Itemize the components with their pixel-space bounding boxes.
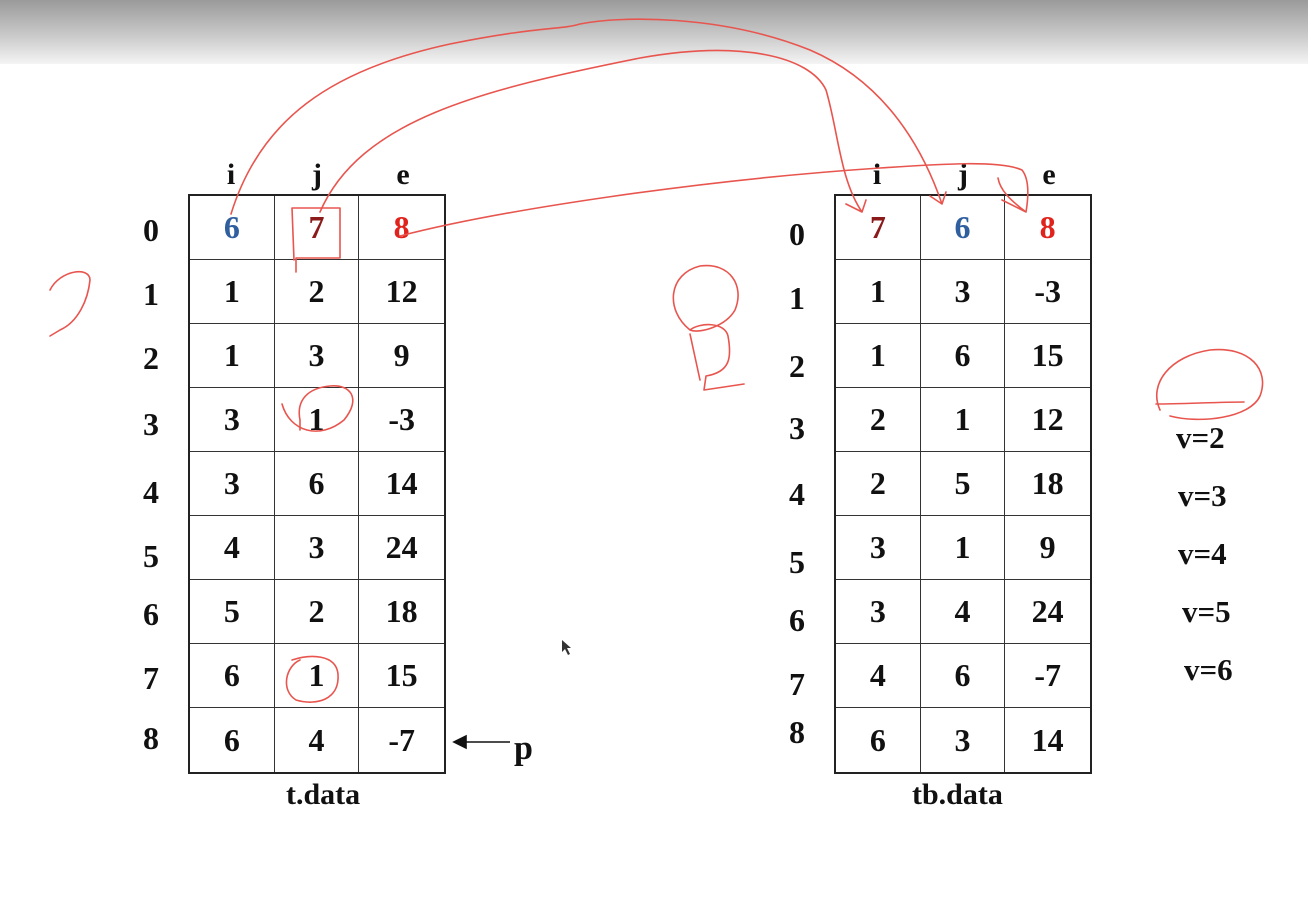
tb-data-table: i j e 7 6 8 1 3 -3 1 6 15 2 1 12 2 5 18 … xyxy=(789,158,1092,811)
tb-cell: 2 xyxy=(836,452,921,516)
v-value: v=3 xyxy=(1178,478,1227,513)
row-index: 6 xyxy=(143,596,159,632)
row-index: 7 xyxy=(789,666,805,702)
row-index: 5 xyxy=(789,544,805,580)
row-index: 8 xyxy=(143,720,159,756)
v-value: v=5 xyxy=(1182,594,1231,629)
scribble-left xyxy=(49,271,91,337)
window-top-bar xyxy=(0,0,1308,64)
row-index: 3 xyxy=(143,406,159,442)
row-index: 2 xyxy=(143,340,159,376)
row-index: 6 xyxy=(789,602,805,638)
t-cell: 6 xyxy=(274,452,360,516)
mouse-cursor-icon xyxy=(562,640,571,655)
scribble-middle xyxy=(672,264,745,391)
tb-cell: 3 xyxy=(921,708,1006,772)
tb-cell: -3 xyxy=(1005,260,1090,324)
tb-cell: 6 xyxy=(920,644,1006,708)
t-data-table: i j e 6 7 8 1 2 12 1 3 9 3 1 -3 3 6 14 4… xyxy=(143,158,446,811)
t-cell: 1 xyxy=(190,260,275,324)
tb-cell: 3 xyxy=(836,580,921,644)
t-cell: -7 xyxy=(388,721,415,758)
t-data-grid: 6 7 8 1 2 12 1 3 9 3 1 -3 3 6 14 4 3 24 … xyxy=(188,194,446,774)
t-cell: 4 xyxy=(275,708,360,772)
t-cell: 6 xyxy=(190,644,275,708)
v-value: v=6 xyxy=(1184,652,1233,687)
t-cell: 9 xyxy=(359,324,444,388)
t-cell: 12 xyxy=(359,260,444,324)
scribble-right-circle xyxy=(1155,348,1264,421)
tb-cell: 12 xyxy=(1005,388,1090,452)
tb-cell: 3 xyxy=(836,516,921,580)
tb-cell: 3 xyxy=(920,260,1006,324)
t-data-caption: t.data xyxy=(286,778,361,811)
tb-cell: -7 xyxy=(1005,644,1090,708)
tb-cell: 14 xyxy=(1031,721,1064,758)
row-index: 8 xyxy=(789,714,805,750)
row-index: 4 xyxy=(143,474,159,510)
t-cell: 3 xyxy=(274,324,360,388)
t-cell: 6 xyxy=(190,196,275,260)
col-header-j: j xyxy=(312,158,322,191)
row-index: 1 xyxy=(143,276,159,312)
v-value: v=4 xyxy=(1178,536,1227,571)
tb-cell: 1 xyxy=(920,516,1006,580)
t-cell: 5 xyxy=(190,580,275,644)
tb-cell: 1 xyxy=(836,260,921,324)
tb-cell: 15 xyxy=(1005,324,1090,388)
v-value: v=2 xyxy=(1176,420,1225,455)
t-cell: -3 xyxy=(359,388,444,452)
t-cell: 1 xyxy=(274,644,360,708)
row-index: 0 xyxy=(789,216,805,252)
col-header-e: e xyxy=(1042,158,1056,191)
col-header-i: i xyxy=(226,158,236,191)
t-cell: 2 xyxy=(274,580,360,644)
t-cell: 3 xyxy=(190,452,275,516)
row-index: 2 xyxy=(789,348,805,384)
tb-cell: 2 xyxy=(836,388,921,452)
t-cell: 4 xyxy=(190,516,275,580)
t-cell: 7 xyxy=(274,196,360,260)
tb-cell: 7 xyxy=(836,196,921,260)
row-index: 0 xyxy=(143,212,159,248)
t-cell: 3 xyxy=(190,388,275,452)
t-cell: 18 xyxy=(359,580,444,644)
tb-cell: 5 xyxy=(920,452,1006,516)
tb-cell: 4 xyxy=(920,580,1006,644)
pointer-arrow-head xyxy=(452,734,467,750)
tb-cell: 6 xyxy=(836,708,921,772)
pointer-label: p xyxy=(514,730,533,767)
tb-cell: 8 xyxy=(1005,196,1090,260)
row-index: 4 xyxy=(789,476,805,512)
tb-cell: 4 xyxy=(836,644,921,708)
tb-cell: 18 xyxy=(1005,452,1090,516)
tb-data-grid: 7 6 8 1 3 -3 1 6 15 2 1 12 2 5 18 3 1 9 … xyxy=(834,194,1092,774)
row-index: 1 xyxy=(789,280,805,316)
col-header-e: e xyxy=(396,158,410,191)
t-cell: 8 xyxy=(359,196,444,260)
row-index: 5 xyxy=(143,538,159,574)
t-cell: 14 xyxy=(359,452,444,516)
col-header-i: i xyxy=(872,158,882,191)
tb-cell: 1 xyxy=(920,388,1006,452)
t-cell: 6 xyxy=(190,708,275,772)
t-cell: 2 xyxy=(274,260,360,324)
tb-cell: 24 xyxy=(1005,580,1090,644)
t-cell: 1 xyxy=(274,388,360,452)
t-cell: 3 xyxy=(274,516,360,580)
t-cell: 24 xyxy=(359,516,444,580)
tb-cell: 1 xyxy=(836,324,921,388)
t-cell: 1 xyxy=(190,324,275,388)
row-index: 7 xyxy=(143,660,159,696)
tb-cell: 9 xyxy=(1005,516,1090,580)
v-value-list: v=2 v=3 v=4 v=5 v=6 xyxy=(1170,420,1233,710)
col-header-j: j xyxy=(958,158,968,191)
row-index: 3 xyxy=(789,410,805,446)
tb-cell: 6 xyxy=(920,324,1006,388)
t-cell: 15 xyxy=(359,644,444,708)
tb-data-caption: tb.data xyxy=(912,778,1003,811)
tb-cell: 6 xyxy=(920,196,1006,260)
